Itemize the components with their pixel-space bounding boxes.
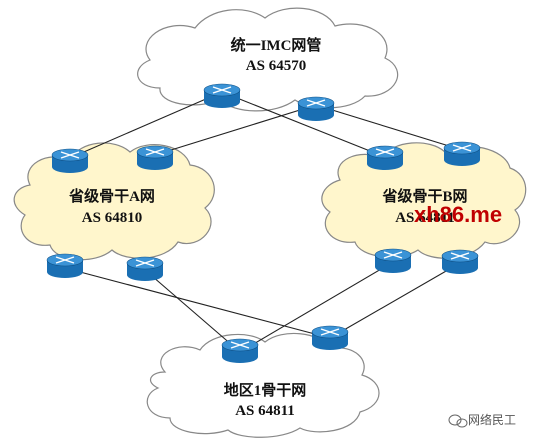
router-arrows-icon: [383, 251, 403, 259]
backbone-a-as-number: AS 64810: [82, 210, 142, 226]
imc-as-number: AS 64570: [246, 58, 306, 74]
router-arrows-icon: [306, 99, 326, 107]
link-a4-r1: [144, 269, 241, 353]
overlay-site-text: xh86.me: [414, 202, 502, 227]
router-base: [442, 262, 478, 274]
cloud-backbone-b: 省级骨干B网 AS 64811: [321, 142, 527, 259]
router-arrows-icon: [320, 328, 340, 336]
router-imc-1[interactable]: [203, 83, 241, 108]
cloud-backbone-b-shape: [321, 142, 527, 259]
router-base: [127, 269, 163, 281]
cloud-region1: 地区1骨干网 AS 64811: [146, 332, 380, 438]
router-a-3[interactable]: [46, 253, 84, 278]
router-base: [137, 158, 173, 170]
router-base: [444, 154, 480, 166]
backbone-a-name: 省级骨干A网: [68, 187, 155, 205]
router-a-2[interactable]: [136, 145, 174, 170]
router-arrows-icon: [230, 341, 250, 349]
watermark: 网络民工: [448, 412, 516, 428]
router-arrows-icon: [135, 259, 155, 267]
link-b3-r1: [239, 261, 394, 353]
router-region-2[interactable]: [311, 325, 349, 350]
cloud-backbone-a: 省级骨干A网 AS 64810: [13, 142, 215, 261]
router-arrows-icon: [452, 144, 472, 152]
cloud-imc-shape: [137, 7, 398, 112]
imc-name: 统一IMC网管: [231, 36, 322, 54]
router-base: [222, 351, 258, 363]
router-b-2[interactable]: [443, 141, 481, 166]
region1-as-number: AS 64811: [235, 403, 295, 419]
routers: [46, 83, 481, 363]
cloud-region1-shape: [146, 332, 380, 438]
router-b-3[interactable]: [374, 248, 412, 273]
router-arrows-icon: [145, 148, 165, 156]
router-base: [312, 338, 348, 350]
router-arrows-icon: [375, 148, 395, 156]
link-imc2-b2: [315, 104, 463, 151]
backbone-b-as-number: AS 64811: [395, 210, 455, 226]
router-b-4[interactable]: [441, 249, 479, 274]
router-a-4[interactable]: [126, 256, 164, 281]
link-imc2-a2: [154, 104, 317, 156]
link-imc1-b1: [221, 91, 381, 156]
router-base: [52, 161, 88, 173]
link-imc1-a1: [69, 91, 223, 159]
links: [64, 91, 463, 353]
region1-name: 地区1骨干网: [224, 381, 307, 399]
router-arrows-icon: [55, 256, 75, 264]
router-base: [47, 266, 83, 278]
router-b-1[interactable]: [366, 145, 404, 170]
router-arrows-icon: [212, 86, 232, 94]
router-region-1[interactable]: [221, 338, 259, 363]
router-base: [298, 109, 334, 121]
router-imc-2[interactable]: [297, 96, 335, 121]
router-arrows-icon: [450, 252, 470, 260]
watermark-label: 网络民工: [468, 412, 516, 427]
router-arrows-icon: [60, 151, 80, 159]
router-base: [367, 158, 403, 170]
link-b4-r2: [329, 262, 461, 339]
router-base: [375, 261, 411, 273]
router-base: [204, 96, 240, 108]
link-a3-r2: [64, 267, 331, 339]
cloud-imc: 统一IMC网管 AS 64570: [137, 7, 398, 112]
wechat-icon: [448, 414, 468, 428]
router-a-1[interactable]: [51, 148, 89, 173]
backbone-b-name: 省级骨干B网: [381, 187, 467, 205]
